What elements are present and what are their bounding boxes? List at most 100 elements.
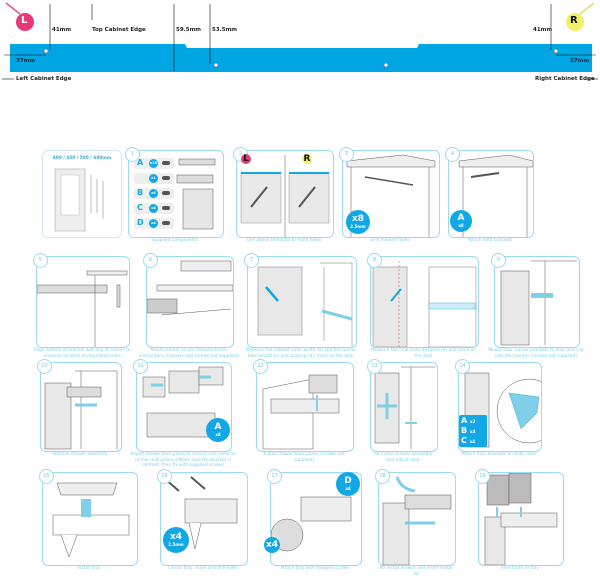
step-15-card	[42, 472, 138, 566]
step-caption: Mount runner as per manufacturers instru…	[139, 348, 239, 359]
component-letter: B	[137, 188, 144, 197]
step-9-illustration	[500, 260, 577, 346]
component-qty: x1	[149, 174, 158, 183]
size-range-label: 400 / 450 / 500 / 600mm	[52, 156, 112, 161]
step-11-card	[136, 362, 232, 452]
step-caption: Attach both brackets	[467, 238, 513, 243]
dim-left-37: 37mm	[16, 58, 36, 64]
step-number: 1	[125, 147, 140, 162]
step-number: 5	[33, 253, 48, 268]
step-18-illustration	[382, 476, 452, 565]
step-1-illustration	[176, 158, 216, 230]
step-16-illustration	[164, 476, 238, 550]
dim-left-41: 41mm	[52, 27, 72, 33]
hole-icon	[43, 48, 49, 54]
hole-icon	[383, 62, 389, 68]
component-letter: A	[137, 158, 144, 167]
step-caption: Attach door brackets on both sides	[461, 452, 537, 457]
step-8-illustration	[372, 261, 477, 347]
component-item: A x16	[134, 158, 174, 169]
step-10-card	[40, 362, 122, 452]
step-number: 17	[267, 469, 282, 484]
part-letter: C	[461, 436, 467, 445]
right-marker	[566, 13, 584, 31]
part-qty: x2	[470, 419, 476, 424]
right-marker-badge: R	[302, 154, 312, 164]
component-item: C x4	[134, 203, 174, 214]
screw-icon	[162, 161, 170, 165]
step-caption: Supplied components	[151, 238, 199, 243]
product-overview-card: 400 / 450 / 500 / 600mm	[42, 150, 122, 238]
step-15-illustration	[52, 482, 130, 558]
step-caption: Insert bins in tray	[501, 566, 539, 571]
step-caption: Drill marked holes	[370, 238, 410, 243]
template-plate	[10, 44, 592, 72]
step-7-card	[247, 256, 357, 348]
screw-icon	[162, 191, 170, 195]
step-caption: Remove drawer assembly	[52, 452, 108, 457]
component-item: D x4	[134, 218, 174, 229]
step-5-card	[36, 256, 130, 348]
dim-59-5: 59.5mm	[176, 27, 202, 33]
step-caption: Adjust drawer back panel to correct size…	[130, 452, 236, 468]
step-19-illustration	[484, 473, 558, 565]
step-number: 13	[367, 359, 382, 374]
step-number: 15	[39, 469, 54, 484]
step-10-illustration	[44, 370, 118, 450]
component-letter: D	[137, 218, 144, 227]
drilling-template	[2, 2, 598, 80]
step-6-card	[146, 256, 234, 348]
step-18-card	[378, 472, 456, 566]
step-number: 8	[367, 253, 382, 268]
dim-right-37: 37mm	[570, 58, 590, 64]
dim-right-41: 41mm	[533, 27, 553, 33]
step-12-card	[256, 362, 354, 452]
step-12-illustration	[262, 374, 340, 450]
left-cabinet-edge-label: Left Cabinet Edge	[16, 76, 72, 82]
step-number: 18	[375, 469, 390, 484]
step-13-illustration	[374, 366, 435, 449]
step-4-illustration	[458, 154, 533, 237]
left-marker-badge: L	[241, 154, 251, 164]
left-marker	[16, 13, 34, 31]
step-caption: Attach tray with stepped screws	[280, 566, 350, 571]
step-13-card	[370, 362, 438, 452]
step-caption: Use above template to mark holes	[246, 238, 322, 243]
component-qty: x4	[149, 219, 158, 228]
screw-icon	[162, 176, 170, 180]
step-number: 3	[339, 147, 354, 162]
left-marker-label: L	[21, 15, 28, 26]
step-number: 16	[157, 469, 172, 484]
step-number: 4	[445, 147, 460, 162]
step-2-illustration	[240, 155, 330, 237]
screw-icon	[162, 221, 170, 225]
hole-icon	[553, 48, 559, 54]
step-number: 19	[475, 469, 490, 484]
step-number: 12	[253, 359, 268, 374]
component-qty: x4	[149, 204, 158, 213]
step-caption: Re-install drawer assembly and adjust do…	[373, 452, 433, 463]
step-11-illustration	[142, 366, 224, 438]
component-qty: x4	[149, 189, 158, 198]
component-item: x1	[134, 173, 174, 184]
step-number: 10	[37, 359, 52, 374]
component-letter: C	[137, 203, 143, 212]
step-caption: Align bottom of bracket with top of runn…	[33, 348, 131, 359]
step-19-card	[478, 472, 564, 566]
step-number: 11	[133, 359, 148, 374]
step-14-illustration	[464, 372, 541, 448]
step-5-illustration	[37, 270, 128, 347]
component-item: B x4	[134, 188, 174, 199]
dim-53-5: 53.5mm	[212, 27, 238, 33]
step-number: 9	[491, 253, 506, 268]
step-number: 6	[143, 253, 158, 268]
step-number: 14	[455, 359, 470, 374]
step-14-card	[458, 362, 542, 452]
